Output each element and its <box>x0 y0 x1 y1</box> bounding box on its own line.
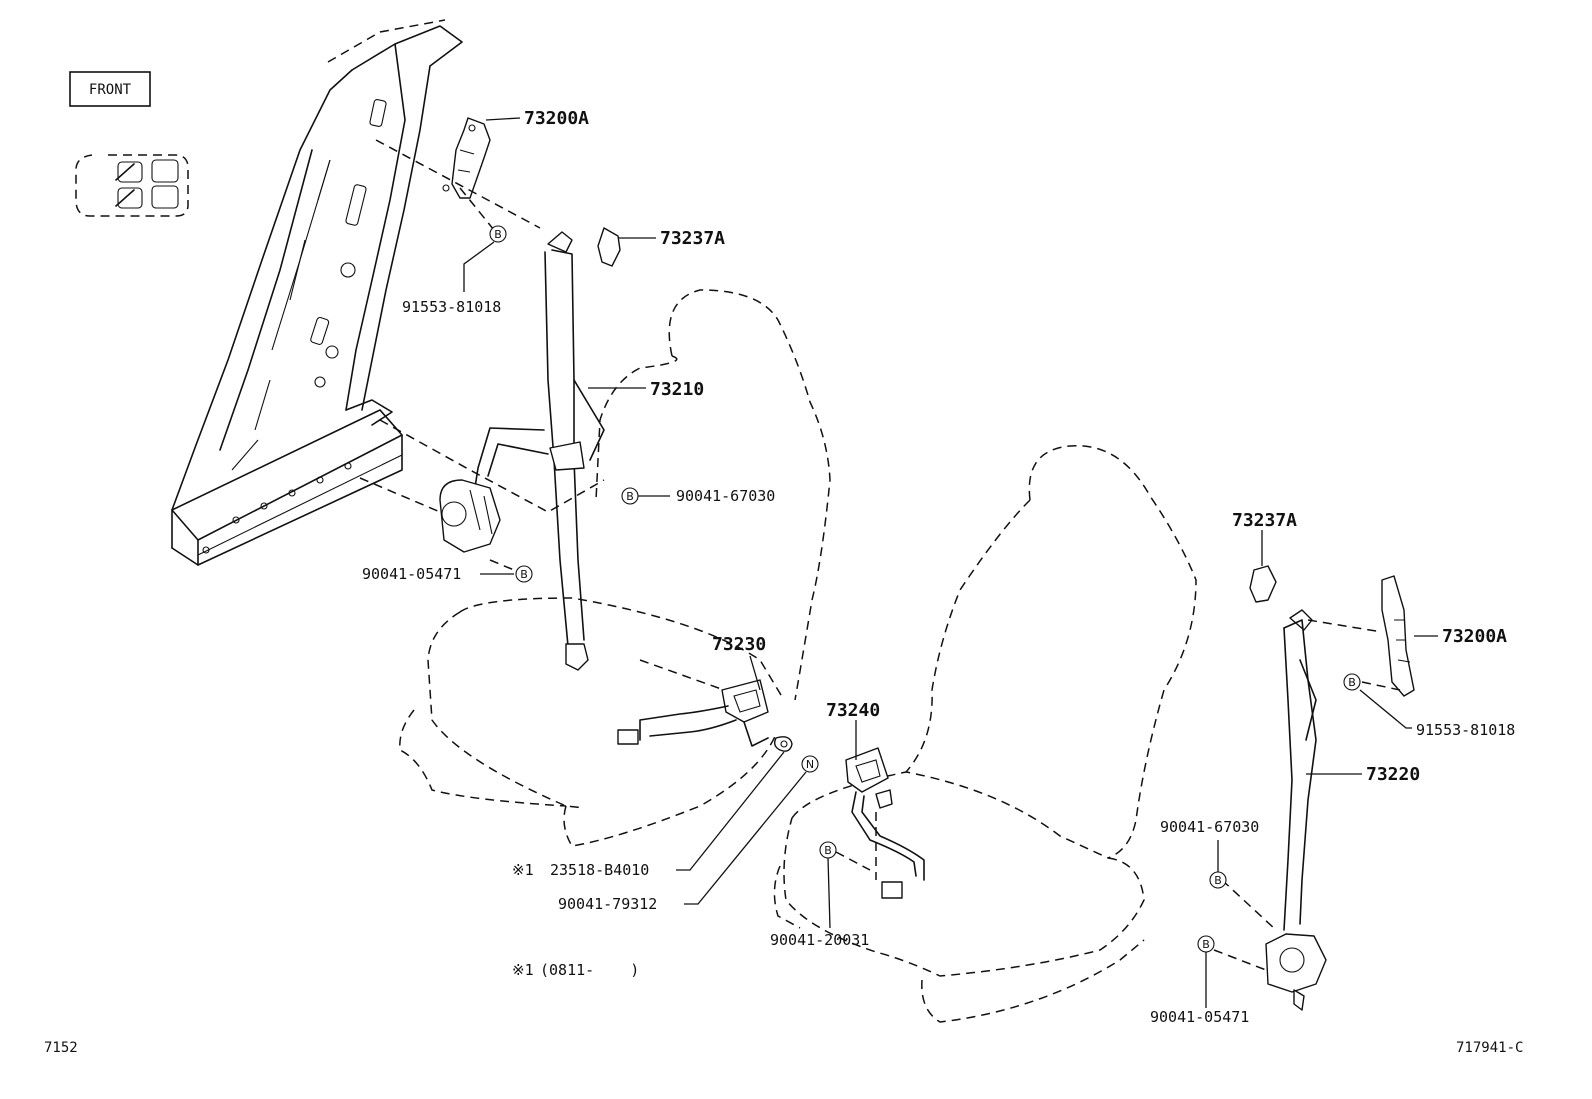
label-73230: 73230 <box>712 634 766 655</box>
part-labels: 73200A 73237A 91553-81018 73210 90041-67… <box>362 108 1515 1026</box>
assembly-lines <box>359 139 1401 971</box>
svg-text:B: B <box>494 228 502 241</box>
label-73220: 73220 <box>1366 764 1420 785</box>
label-90041-20031: 90041-20031 <box>770 931 869 949</box>
bolt-marker: B <box>1209 871 1227 889</box>
label-73237a-left: 73237A <box>660 228 725 249</box>
bolt-marker: B <box>489 225 507 243</box>
bolt-marker: B <box>621 487 639 505</box>
svg-text:N: N <box>806 758 814 771</box>
label-90041-67030-right: 90041-67030 <box>1160 818 1259 836</box>
label-91553-81018-left: 91553-81018 <box>402 298 501 316</box>
svg-text:B: B <box>1202 938 1210 951</box>
svg-text:B: B <box>520 568 528 581</box>
label-91553-81018-right: 91553-81018 <box>1416 721 1515 739</box>
label-73200a-left: 73200A <box>524 108 589 129</box>
left-anchor-cover <box>597 227 621 267</box>
left-seat-outline <box>399 289 831 847</box>
bolt-marker: B <box>1343 673 1361 691</box>
right-buckle-assembly <box>845 747 925 899</box>
diagram-code: 717941-C <box>1456 1040 1523 1056</box>
right-seat-outline <box>773 445 1197 1023</box>
label-90041-05471-right: 90041-05471 <box>1150 1008 1249 1026</box>
label-23518-mark: ※1 <box>512 861 534 879</box>
svg-text:B: B <box>1214 874 1222 887</box>
label-73200a-right: 73200A <box>1442 626 1507 647</box>
label-90041-67030-left: 90041-67030 <box>676 487 775 505</box>
label-90041-79312: 90041-79312 <box>558 895 657 913</box>
svg-text:B: B <box>1348 676 1356 689</box>
location-key-icon <box>75 154 189 217</box>
right-anchor-adjuster <box>1381 575 1415 697</box>
svg-text:B: B <box>626 490 634 503</box>
page-code: 7152 <box>44 1040 78 1056</box>
footnote-text: (0811- ) <box>540 961 639 979</box>
front-label: FRONT <box>89 82 132 98</box>
left-front-seat-belt-assembly <box>439 231 605 671</box>
left-buckle-assembly <box>617 679 793 752</box>
marker-circles: B B B N B B B B <box>489 225 1361 953</box>
label-23518-b4010: 23518-B4010 <box>550 861 649 879</box>
footnote-mark: ※1 <box>512 961 534 979</box>
svg-text:B: B <box>824 844 832 857</box>
left-anchor-adjuster <box>442 117 491 199</box>
label-90041-05471-left: 90041-05471 <box>362 565 461 583</box>
front-indicator: FRONT <box>69 71 151 107</box>
label-73240: 73240 <box>826 700 880 721</box>
bolt-marker: B <box>515 565 533 583</box>
label-73237a-right: 73237A <box>1232 510 1297 531</box>
bolt-marker: B <box>1197 935 1215 953</box>
leader-lines <box>463 117 1438 1008</box>
right-anchor-cover <box>1249 565 1277 603</box>
b-pillar-body-panel <box>171 19 463 566</box>
bolt-marker: B <box>819 841 837 859</box>
label-73210: 73210 <box>650 379 704 400</box>
nut-marker: N <box>801 755 819 773</box>
right-front-seat-belt-assembly <box>1265 609 1327 1011</box>
